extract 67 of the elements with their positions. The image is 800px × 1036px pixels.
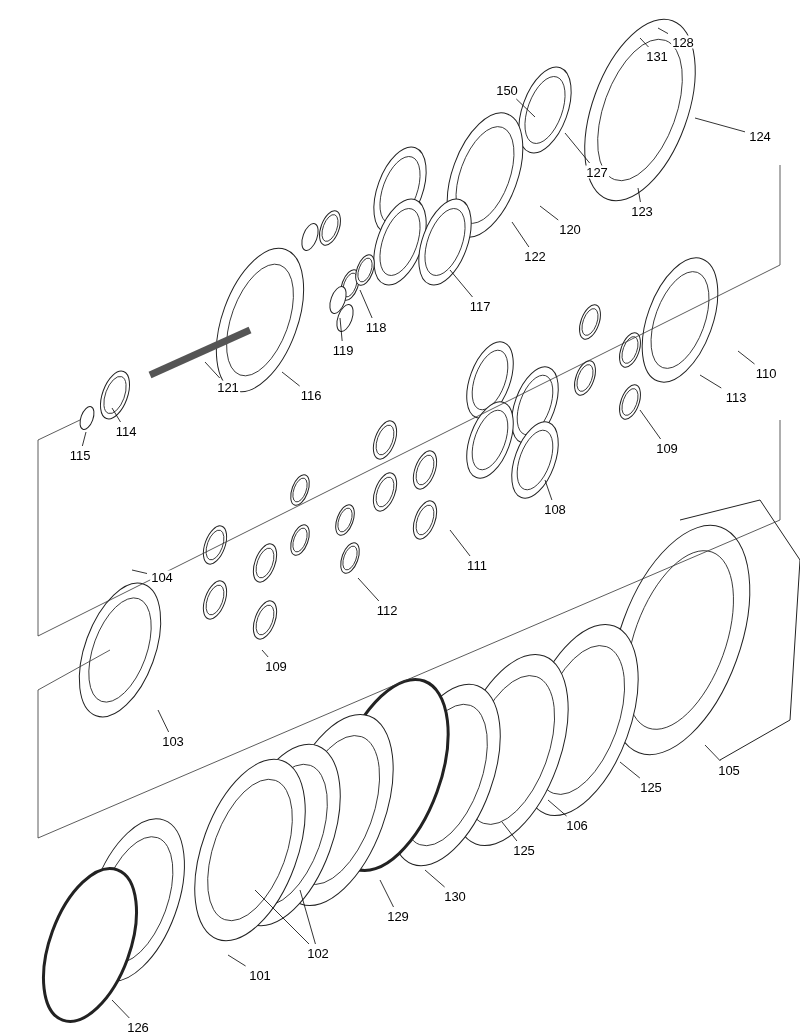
callout-number: 115 bbox=[68, 448, 92, 462]
leader-line bbox=[111, 999, 130, 1019]
leader-line bbox=[339, 317, 343, 342]
leader-line bbox=[357, 577, 380, 602]
leader-line bbox=[544, 479, 553, 501]
callout-number: 101 bbox=[248, 968, 272, 982]
callout-number: 131 bbox=[645, 49, 669, 63]
callout-number: 118 bbox=[364, 320, 388, 334]
callout-number: 110 bbox=[754, 366, 778, 380]
callout-number: 116 bbox=[299, 388, 323, 402]
leader-line bbox=[501, 821, 518, 842]
leader-line bbox=[299, 889, 316, 945]
leader-line bbox=[261, 649, 269, 658]
callout-number: 113 bbox=[724, 390, 748, 404]
callout-number: 128 bbox=[671, 35, 695, 49]
callout-number: 123 bbox=[630, 204, 654, 218]
callout-number: 150 bbox=[495, 83, 519, 97]
leader-line bbox=[511, 221, 530, 248]
leader-line bbox=[657, 27, 669, 34]
leader-line bbox=[131, 569, 148, 574]
leader-line bbox=[619, 761, 641, 779]
leader-line bbox=[424, 869, 445, 888]
callout-number: 124 bbox=[748, 129, 772, 143]
callout-number: 117 bbox=[468, 299, 492, 313]
callout-number: 111 bbox=[466, 558, 488, 572]
callout-number: 129 bbox=[386, 909, 410, 923]
callout-number: 121 bbox=[216, 380, 240, 394]
leader-line bbox=[111, 407, 121, 423]
callout-number: 114 bbox=[114, 424, 138, 438]
callout-number: 102 bbox=[306, 946, 330, 960]
leader-line bbox=[637, 187, 641, 203]
callout-number: 103 bbox=[161, 734, 185, 748]
callout-number: 130 bbox=[443, 889, 467, 903]
leader-line bbox=[704, 744, 721, 762]
leader-line bbox=[449, 269, 473, 298]
callout-number: 109 bbox=[264, 659, 288, 673]
leader-line bbox=[281, 371, 301, 387]
callout-number: 126 bbox=[126, 1020, 150, 1034]
leader-line bbox=[204, 361, 221, 379]
leader-line bbox=[254, 889, 310, 945]
leader-line bbox=[227, 954, 246, 967]
callout-number: 120 bbox=[558, 222, 582, 236]
callout-number: 108 bbox=[543, 502, 567, 516]
leader-line bbox=[379, 879, 394, 908]
leader-line bbox=[81, 431, 87, 447]
leader-line bbox=[639, 37, 649, 48]
callout-number: 119 bbox=[331, 343, 355, 357]
callout-number: 105 bbox=[717, 763, 741, 777]
callout-number: 104 bbox=[150, 570, 174, 584]
leader-line bbox=[699, 374, 722, 389]
callout-number: 125 bbox=[512, 843, 536, 857]
leader-line bbox=[515, 98, 536, 118]
leader-line bbox=[737, 350, 755, 365]
leader-line bbox=[157, 709, 170, 733]
leader-line bbox=[564, 132, 590, 164]
callout-number: 106 bbox=[565, 818, 589, 832]
callout-number: 122 bbox=[523, 249, 547, 263]
callout-number: 109 bbox=[655, 441, 679, 455]
leader-line bbox=[359, 289, 373, 319]
leader-line bbox=[449, 529, 471, 557]
leader-line bbox=[639, 409, 661, 440]
leader-line bbox=[539, 205, 559, 221]
leader-line bbox=[547, 799, 567, 817]
callout-number: 112 bbox=[375, 603, 399, 617]
callout-number: 127 bbox=[585, 165, 609, 179]
leader-line bbox=[694, 117, 746, 133]
callout-number: 125 bbox=[639, 780, 663, 794]
